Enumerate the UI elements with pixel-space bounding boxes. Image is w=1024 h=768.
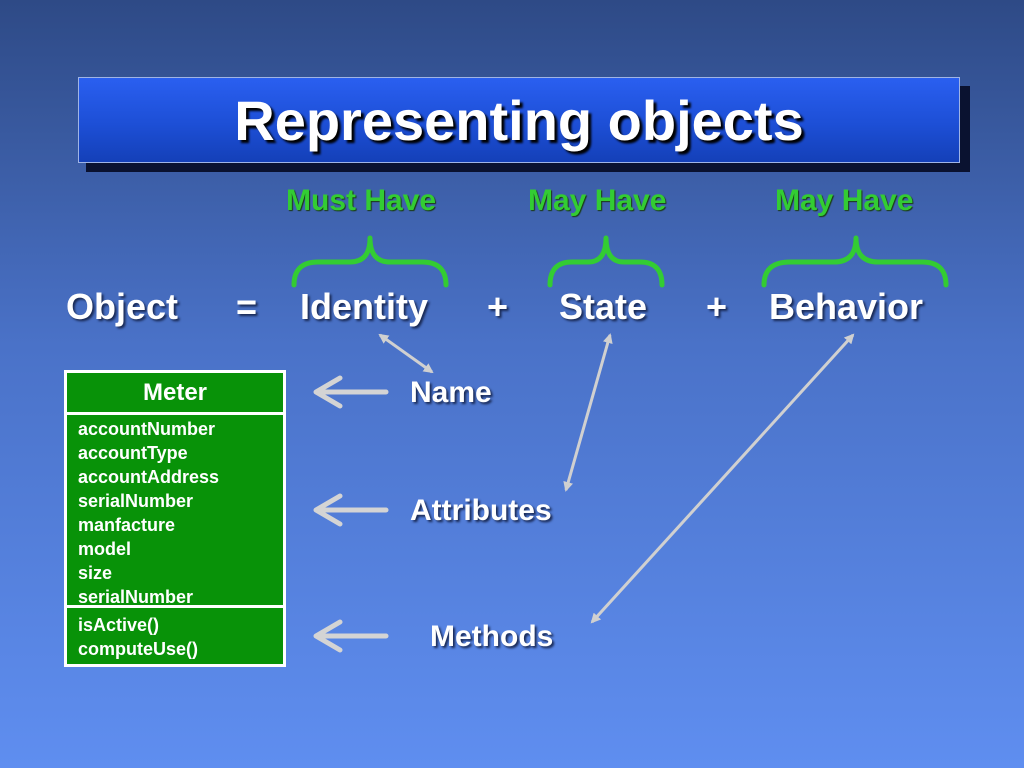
behavior-term: Behavior — [769, 286, 924, 327]
methods-pointer-arrow — [313, 619, 389, 653]
class-attributes: accountNumber accountType accountAddress… — [67, 415, 283, 607]
attribute-item: serialNumber — [78, 491, 194, 511]
name-callout: Name — [410, 376, 492, 409]
attribute-item: model — [78, 539, 132, 559]
identity-requirement-label: Must Have — [286, 184, 437, 217]
behavior-requirement-label: May Have — [775, 184, 914, 217]
behavior-brace — [761, 235, 949, 288]
state-requirement-label: May Have — [528, 184, 667, 217]
method-item: computeUse() — [78, 639, 199, 659]
methods-callout: Methods — [430, 620, 554, 653]
attribute-item: accountNumber — [78, 419, 216, 439]
identity-brace — [291, 235, 449, 288]
object-term: Object — [66, 286, 179, 327]
class-name: Meter — [67, 373, 283, 412]
method-item: isActive() — [78, 615, 160, 635]
state-brace — [547, 235, 665, 288]
attribute-item: serialNumber — [78, 587, 194, 607]
uml-class-box: Meter accountNumber accountType accountA… — [64, 370, 286, 667]
name-pointer-arrow — [313, 375, 389, 409]
plus-sign-1: + — [487, 286, 509, 327]
slide-title: Representing objects — [234, 88, 804, 152]
attributes-pointer-arrow — [313, 493, 389, 527]
plus-sign-2: + — [706, 286, 728, 327]
state-term: State — [559, 286, 648, 327]
identity-term: Identity — [300, 286, 429, 327]
attribute-item: accountType — [78, 443, 188, 463]
attribute-item: manfacture — [78, 515, 176, 535]
attribute-item: size — [78, 563, 113, 583]
identity-to-name-arrow — [378, 333, 434, 374]
class-methods: isActive() computeUse() — [67, 608, 283, 664]
behavior-to-methods-arrow — [590, 333, 855, 624]
attribute-item: accountAddress — [78, 467, 220, 487]
equals-sign: = — [236, 286, 258, 327]
state-to-attributes-arrow — [563, 333, 613, 492]
attributes-callout: Attributes — [410, 494, 552, 527]
title-bar: Representing objects — [78, 77, 960, 163]
